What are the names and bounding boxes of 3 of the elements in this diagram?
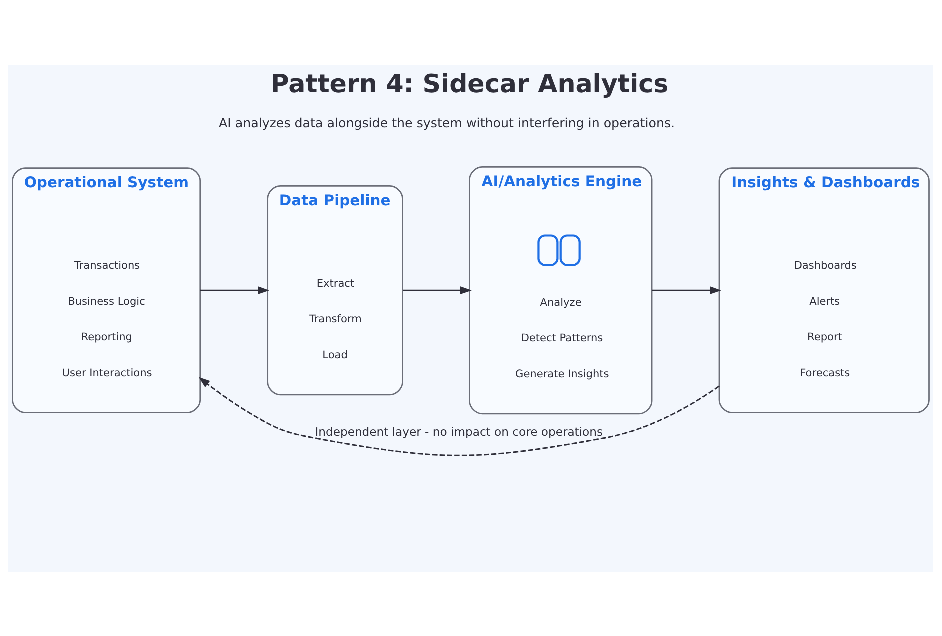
label: AI analyzes data alongside the system without interfering in operations.: [218, 114, 676, 130]
edge-label: Independent layer - no impact on core operations: [315, 424, 604, 438]
diagram-title: Pattern 4: Sidecar Analytics: [270, 69, 669, 98]
